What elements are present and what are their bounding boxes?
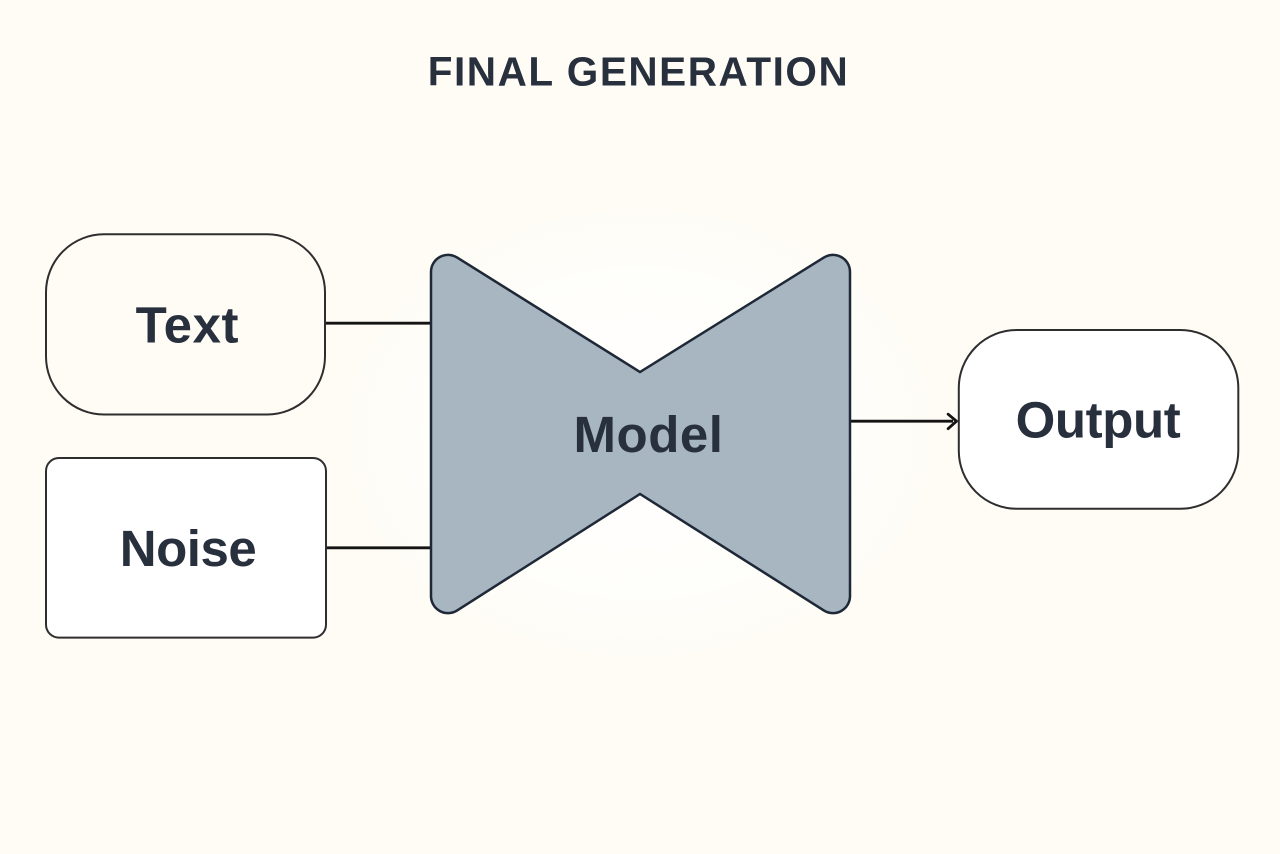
svg-text:Text: Text	[136, 297, 239, 354]
svg-text:Model: Model	[573, 406, 723, 463]
svg-text:Noise: Noise	[120, 520, 256, 577]
svg-text:Output: Output	[1016, 392, 1181, 449]
svg-text:FINAL GENERATION: FINAL GENERATION	[428, 49, 850, 95]
